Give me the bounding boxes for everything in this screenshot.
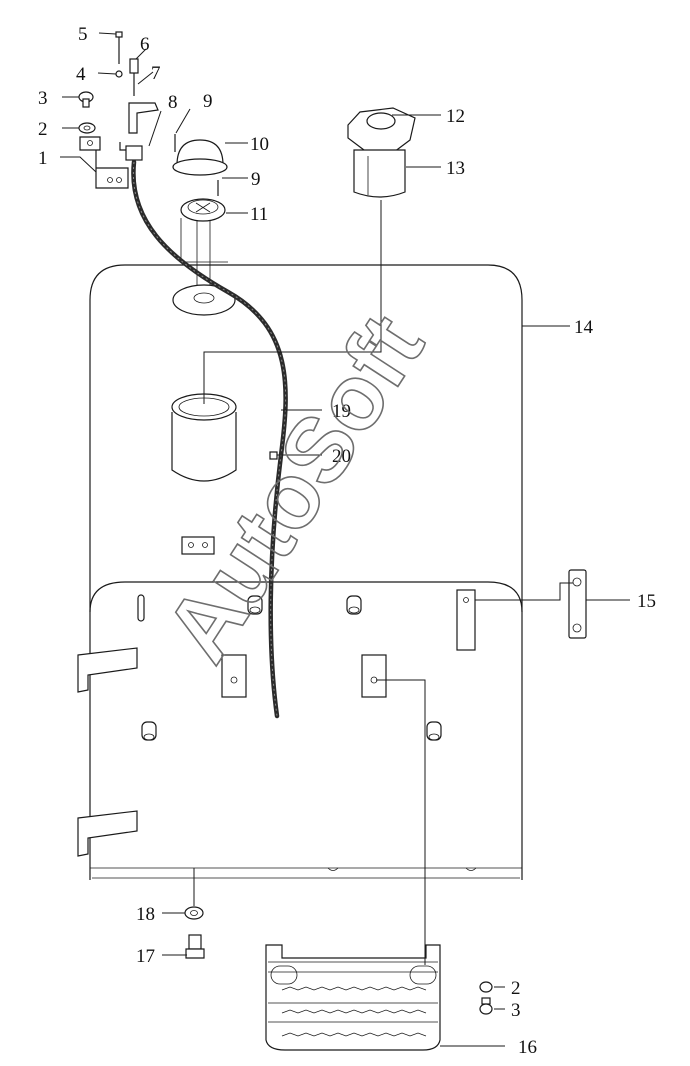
tank-boss xyxy=(247,595,263,615)
drain-washer xyxy=(184,906,204,920)
bracket xyxy=(79,136,129,189)
fuel-sender-unit xyxy=(172,198,236,316)
tank-mount-plate xyxy=(221,654,247,698)
bolt xyxy=(78,91,94,108)
drain-plug xyxy=(185,934,205,959)
callout-9: 9 xyxy=(251,169,261,190)
filler-strainer xyxy=(353,149,406,198)
callout-8: 8 xyxy=(168,92,178,113)
callouts: 1 2 3 4 5 6 7 8 9 10 9 11 12 13 14 15 16… xyxy=(38,24,656,1058)
callout-1: 1 xyxy=(38,148,48,169)
fuel-tank xyxy=(77,264,523,880)
callout-12: 12 xyxy=(446,106,465,127)
callout-7: 7 xyxy=(151,63,161,84)
clamp xyxy=(128,102,159,134)
tank-boss xyxy=(141,721,157,741)
callout-2: 2 xyxy=(38,119,48,140)
tank-top-bracket xyxy=(181,536,215,555)
tank-mount-plate xyxy=(361,654,387,698)
callout-15: 15 xyxy=(637,591,656,612)
fitting xyxy=(129,58,139,96)
fuel-hose xyxy=(131,159,288,719)
callout-19: 19 xyxy=(332,401,351,422)
nut xyxy=(115,70,123,78)
step-assembly xyxy=(265,944,441,1051)
callout-10: 10 xyxy=(250,134,269,155)
step-washer xyxy=(479,981,493,993)
callout-3: 3 xyxy=(38,88,48,109)
sender-cover xyxy=(172,139,228,176)
bolt xyxy=(115,31,123,64)
tank-filler-neck xyxy=(171,393,237,482)
tank-boss xyxy=(346,595,362,615)
callout-3: 3 xyxy=(511,1000,521,1021)
filler-cap xyxy=(347,107,416,153)
callout-11: 11 xyxy=(250,204,268,225)
tank-strap-hook xyxy=(77,647,138,693)
step-bolt xyxy=(479,997,493,1015)
callout-5: 5 xyxy=(78,24,88,45)
callout-17: 17 xyxy=(136,946,155,967)
callout-18: 18 xyxy=(136,904,155,925)
washer xyxy=(78,122,96,134)
tank-boss xyxy=(426,721,442,741)
leader-lines xyxy=(60,32,630,1047)
callout-9: 9 xyxy=(203,91,213,112)
callout-16: 16 xyxy=(518,1037,537,1058)
tank-strap-hook xyxy=(77,810,138,857)
callout-2: 2 xyxy=(511,978,521,999)
tank-mount-plate xyxy=(456,589,476,651)
connector-block xyxy=(119,142,143,161)
watermark: AutoSoft xyxy=(146,298,443,679)
side-bracket xyxy=(568,569,587,639)
callout-4: 4 xyxy=(76,64,86,85)
callout-20: 20 xyxy=(332,446,351,467)
callout-6: 6 xyxy=(140,34,150,55)
tank-slot xyxy=(137,594,145,622)
callout-14: 14 xyxy=(574,317,594,338)
callout-13: 13 xyxy=(446,158,465,179)
